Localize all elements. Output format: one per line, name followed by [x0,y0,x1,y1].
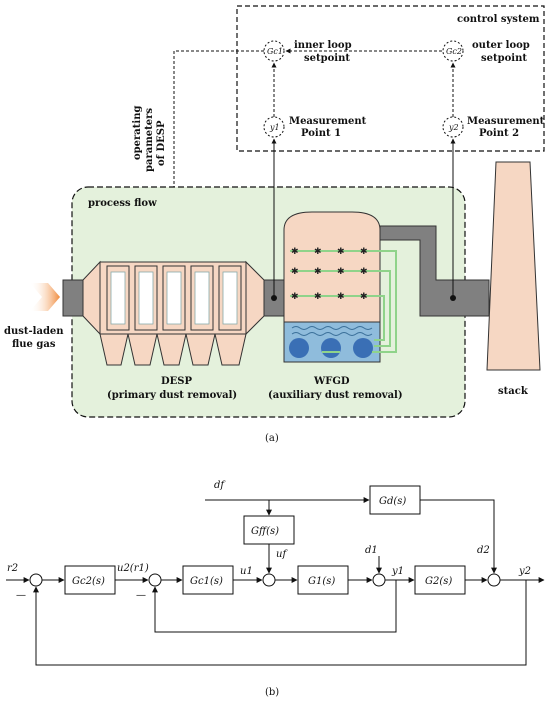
wfgd-label: WFGD [313,376,350,387]
svg-text:✱: ✱ [360,247,368,257]
mp2-line1: Measurement [467,116,545,127]
gd-to-sum5-line [420,499,497,574]
minus-sign-1: — [16,590,26,601]
outer-loop-label: outer loop [472,40,530,51]
inner-loop-label: inner loop [294,40,352,51]
uf-label: uf [276,549,288,560]
op-params-line3: of DESP [156,120,167,166]
sum-junction-1 [29,573,43,587]
stack-label: stack [498,386,529,397]
r2-label: r2 [7,563,18,574]
gc1-block [182,565,234,595]
figure-b: Gc2(s) Gc1(s) G1(s) G2(s) Gff(s) Gd(s) [6,480,545,698]
minus-sign-2: — [136,590,146,601]
y1-label: y1 [391,566,404,577]
g2-label: G2(s) [425,576,452,587]
wfgd-waves [291,326,373,336]
g1-label: G1(s) [308,576,335,587]
inner-setpoint-label: setpoint [304,53,350,64]
inlet-line2: flue gas [12,339,56,350]
outer-feedback-line [33,580,527,666]
spray-nozzles: ✱ ✱ ✱ ✱ ✱ ✱ ✱ ✱ ✱ ✱ ✱ ✱ [291,247,368,302]
gc2-node [442,40,464,62]
svg-text:✱: ✱ [337,292,345,302]
outer-setpoint-label: setpoint [481,53,527,64]
figure-a: control system Gc1 Gc2 y1 y2 inner loop … [4,5,545,444]
y1-node [263,116,285,138]
svg-text:✱: ✱ [337,247,345,257]
gc1-label: Gc1(s) [190,576,223,587]
caption-b: (b) [265,687,279,698]
gc1-symbol: Gc1 [267,47,283,56]
operating-parameters-label: operating parameters of DESP [132,106,167,172]
gd-block [369,485,421,515]
wfgd-sub: (auxiliary dust removal) [268,390,403,401]
svg-text:✱: ✱ [360,267,368,277]
svg-text:✱: ✱ [314,292,322,302]
control-system-label: control system [457,14,540,25]
process-flow-label: process flow [88,198,157,209]
caption-a: (a) [265,433,279,444]
y2-node [442,116,464,138]
svg-text:✱: ✱ [291,247,299,257]
mp2-dot [450,295,456,301]
svg-text:✱: ✱ [337,267,345,277]
svg-text:✱: ✱ [314,247,322,257]
y1-symbol: y1 [269,123,280,132]
inner-feedback-line [152,580,397,633]
gc2-label: Gc2(s) [72,576,105,587]
inlet-duct [62,279,84,317]
desp-label: DESP [161,376,193,387]
svg-text:✱: ✱ [314,267,322,277]
sum-junction-3 [262,573,276,587]
op-params-line2: parameters [144,108,155,172]
inlet-arrow [30,283,60,311]
u2r1-label: u2(r1) [117,563,149,574]
gd-label: Gd(s) [379,496,406,507]
y2-label: y2 [518,566,531,577]
d1-label: d1 [365,545,378,556]
u1-label: u1 [240,566,253,577]
mp2-line2: Point 2 [479,128,519,139]
svg-text:✱: ✱ [291,292,299,302]
y2-symbol: y2 [448,123,459,132]
gc1-node [263,40,285,62]
g2-block [414,565,466,595]
control-system-box [236,5,545,152]
gff-label: Gff(s) [251,526,279,537]
sum-junction-5 [487,573,501,587]
mp1-dot [271,295,277,301]
desp-hoppers [99,333,247,366]
inlet-line1: dust-laden [4,326,64,337]
gc2-block [64,565,116,595]
wfgd-pumps [289,338,373,358]
spray-pipes [290,250,397,353]
svg-text:✱: ✱ [360,292,368,302]
stack-shape [486,161,541,371]
desp-sub: (primary dust removal) [107,390,237,401]
gff-block [243,515,295,545]
op-params-line1: operating [132,106,143,160]
mp1-line2: Point 1 [301,128,341,139]
desp-plates [106,265,242,331]
sum-junction-4 [372,573,386,587]
df-label: df [214,480,226,491]
sum-junction-2 [148,573,162,587]
g1-block [297,565,349,595]
svg-text:✱: ✱ [291,267,299,277]
mp1-line1: Measurement [289,116,367,127]
gc2-symbol: Gc2 [446,47,462,56]
d2-label: d2 [477,545,490,556]
